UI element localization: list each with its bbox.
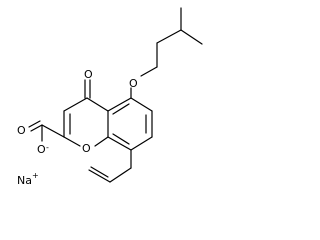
bond-pyr-2: [63, 97, 88, 112]
bond-carboxy-o1a: [30, 124, 43, 132]
bond-chain-5: [140, 66, 158, 77]
bond-allyl-3b: [90, 166, 109, 178]
bond-pyr-1: [86, 97, 109, 112]
bond-chain-3: [156, 29, 182, 44]
bond-benz-4: [107, 136, 132, 151]
bond-chain-1: [180, 29, 203, 45]
bond-allyl-3: [88, 169, 111, 183]
molecule-diagram: O O O O O - Na +: [17, 7, 203, 187]
bond-benz-3: [130, 136, 153, 151]
bond-benz-inner-2: [112, 133, 130, 145]
bond-carboxy-c: [41, 124, 65, 138]
bond-benz-inner-3: [112, 103, 130, 115]
charge-sodium: +: [32, 171, 39, 180]
structure-canvas: O O O O O - Na +: [17, 7, 203, 187]
bond-carboxy-o1b: [28, 120, 41, 128]
atom-o-carboxyl: O: [17, 124, 26, 137]
bond-pyr-5: [94, 136, 109, 147]
bond-benz-1: [130, 97, 153, 112]
bond-benz-6: [107, 97, 132, 112]
atom-o-ring: O: [82, 142, 91, 155]
charge-carboxylate: -: [46, 143, 49, 152]
bond-allyl-2: [109, 167, 132, 183]
atom-o-ketone: O: [84, 68, 93, 81]
atom-o-ether: O: [129, 77, 138, 90]
atom-o-carboxylate: O: [37, 143, 46, 156]
bond-pyr-4: [63, 136, 81, 147]
atom-sodium: Na: [17, 174, 32, 187]
